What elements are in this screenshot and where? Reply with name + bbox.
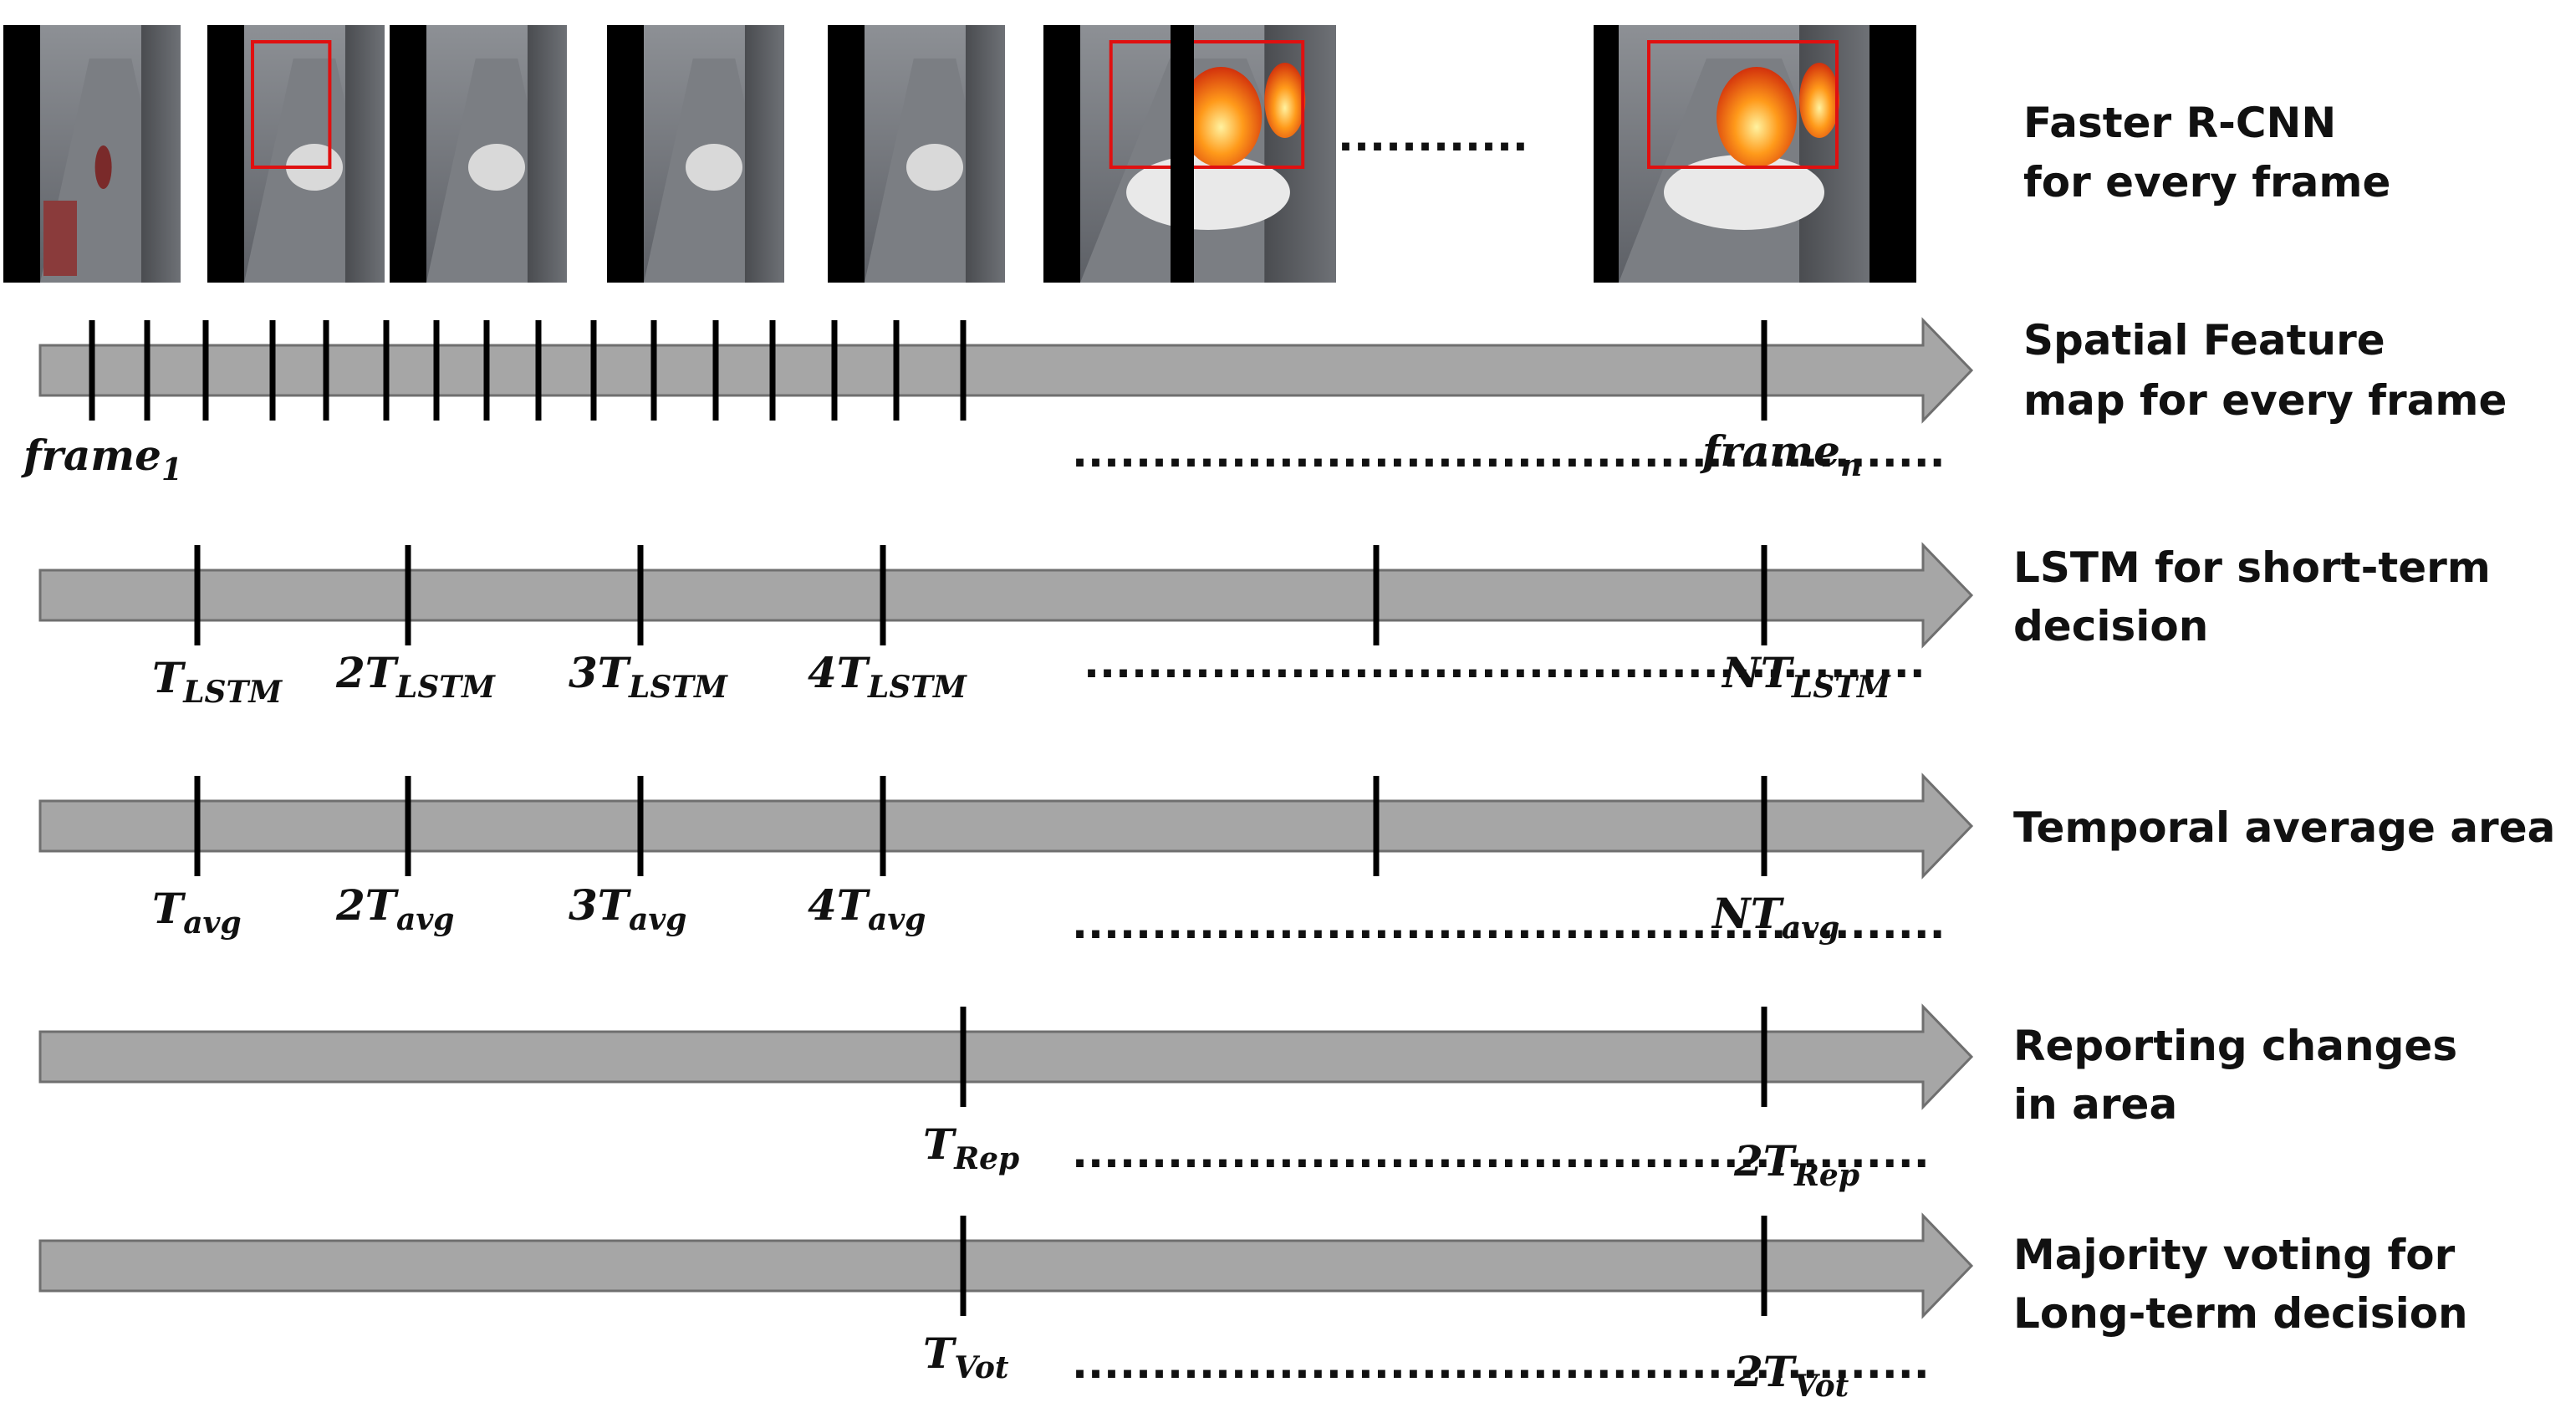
timeline-ticks [89,320,1767,1316]
label-frame-n: framen [1700,426,1862,483]
caption-lstm-line1: LSTM for short-term [2013,543,2491,592]
last-video-frame [1594,25,1916,283]
label-frame-1: frame1 [21,431,182,487]
caption-voting-line1: Majority voting for [2013,1231,2456,1279]
frame-separator [207,25,244,283]
caption-faster-rcnn-line2: for every frame [2023,158,2390,207]
timeline-arrow-5 [38,1212,1974,1319]
caption-spatial-line2: map for every frame [2023,376,2507,425]
label-4t-lstm: 4TLSTM [808,648,967,705]
label-t-lstm: TLSTM [152,653,283,710]
label-3t-avg: 3Tavg [569,880,686,937]
cctv-frame-icon [40,25,181,283]
frame-separator [390,25,426,283]
label-2t-avg: 2Tavg [335,880,454,937]
label-3t-lstm: 3TLSTM [569,648,728,705]
dots-row-rep: ........................................… [1072,1129,1930,1177]
dots-row-lstm: ........................................… [1084,639,1926,687]
detection-box [1647,40,1839,169]
caption-reporting-line1: Reporting changes [2013,1022,2457,1070]
timeline-arrow-1 [38,317,1974,424]
label-t-vot: TVot [923,1329,1009,1385]
label-2t-lstm: 2TLSTM [335,648,496,705]
timeline-arrows [38,317,1974,1319]
timeline-arrow-4 [38,1003,1974,1110]
detection-box [251,40,332,169]
label-2t-rep: 2TRep [1733,1136,1859,1193]
caption-spatial-line1: Spatial Feature [2023,316,2385,365]
frame-separator [1043,25,1080,283]
frame-separator [607,25,644,283]
timeline-arrow-3 [38,773,1974,880]
car-fire-icon [1080,25,1336,283]
frame-separator [828,25,865,283]
detection-box [1109,40,1305,169]
dots-row-vot: ........................................… [1072,1339,1930,1388]
label-t-avg: Tavg [152,884,242,941]
frame-separator [3,25,40,283]
filmstrip-ellipsis: ............ [1338,112,1528,161]
video-filmstrip [3,25,1336,283]
label-nt-avg: NTavg [1711,889,1839,946]
timeline-arrow-2 [38,542,1974,649]
car-fire-icon [1619,25,1870,283]
label-2t-vot: 2TVot [1733,1347,1849,1404]
label-t-rep: TRep [923,1119,1019,1176]
label-4t-avg: 4Tavg [808,880,926,937]
caption-temporal-average: Temporal average area [2013,803,2555,852]
frame-separator [1171,25,1194,283]
cctv-frame-icon [426,25,567,283]
cctv-frame-icon [644,25,784,283]
caption-lstm-line2: decision [2013,602,2208,650]
dots-row-spatial: ........................................… [1072,428,1946,477]
caption-reporting-line2: in area [2013,1080,2177,1129]
dots-row-avg: ........................................… [1072,900,1946,948]
label-nt-lstm: NTLSTM [1721,648,1891,705]
cctv-frame-icon [244,25,385,283]
caption-voting-line2: Long-term decision [2013,1289,2468,1338]
caption-faster-rcnn-line1: Faster R-CNN [2023,99,2336,147]
cctv-frame-icon [865,25,1005,283]
